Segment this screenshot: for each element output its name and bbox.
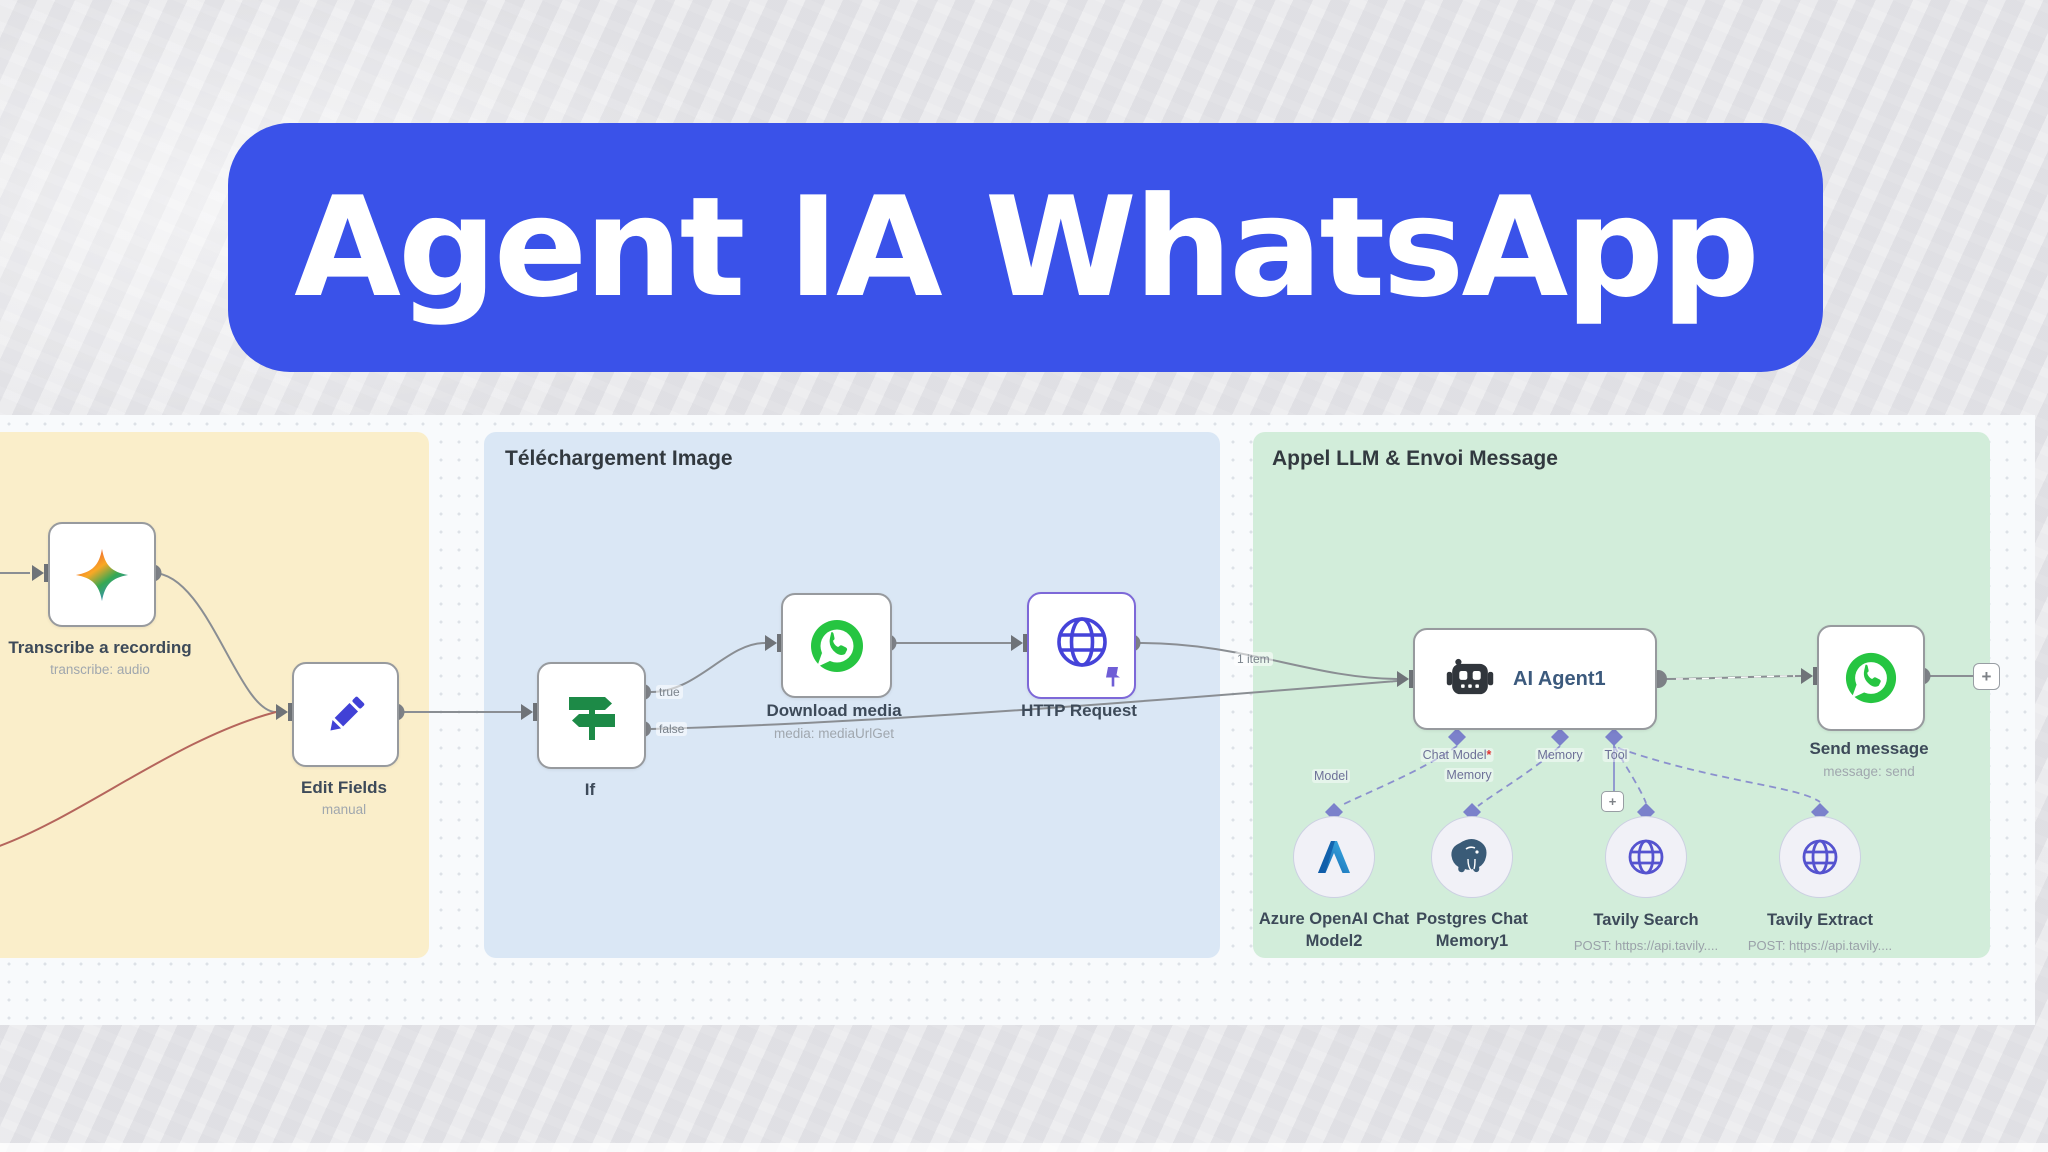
gemini-star-icon: [75, 548, 129, 601]
node-label-ai-agent: AI Agent1: [1513, 667, 1606, 690]
add-node-button[interactable]: +: [1973, 663, 2000, 690]
globe-icon: [1628, 839, 1664, 875]
connection-label-one-item: 1 item: [1234, 652, 1273, 666]
bottom-edge-strip: [0, 1143, 2048, 1152]
node-label-edit-fields: Edit Fields: [301, 778, 387, 797]
port-label-true: true: [656, 685, 683, 699]
required-star: *: [1486, 748, 1492, 762]
node-http-request[interactable]: [1027, 592, 1136, 699]
subnode-tavily-extract[interactable]: [1779, 816, 1861, 898]
signpost-icon: [568, 696, 615, 740]
postgres-elephant-icon: [1451, 839, 1487, 873]
group-title-appel-llm: Appel LLM & Envoi Message: [1272, 447, 1558, 470]
title-banner[interactable]: Agent IA WhatsApp: [228, 123, 1823, 372]
node-subtitle-download-media: media: mediaUrlGet: [773, 726, 895, 741]
node-ai-agent[interactable]: AI Agent1: [1413, 628, 1657, 730]
subnode-tavily-search[interactable]: [1605, 816, 1687, 898]
globe-icon: [1802, 839, 1838, 875]
subnode-label-azure-line2: Model2: [1305, 932, 1363, 951]
port-label-false: false: [656, 722, 688, 736]
node-label-download-media: Download media: [766, 701, 902, 720]
node-if[interactable]: [537, 662, 646, 769]
subnode-label-azure: Azure OpenAI Chat Model2: [1259, 908, 1409, 953]
subnode-label-tavily-search: Tavily Search: [1593, 911, 1699, 929]
port-label-tool: Tool: [1602, 748, 1630, 762]
subnode-label-tavily-extract: Tavily Extract: [1766, 911, 1874, 929]
node-label-if: If: [584, 780, 596, 799]
node-label-transcribe: Transcribe a recording: [8, 638, 192, 657]
node-edit-fields[interactable]: [292, 662, 399, 767]
port-label-memory: Memory: [1535, 748, 1585, 762]
port-label-chat-model: Chat Model*: [1420, 748, 1494, 762]
add-tool-button[interactable]: +: [1601, 791, 1624, 812]
subnode-label-postgres-line1: Postgres Chat: [1416, 910, 1528, 928]
node-subtitle-transcribe: transcribe: audio: [50, 662, 150, 677]
pushpin-icon: [1106, 667, 1120, 687]
node-subtitle-edit-fields: manual: [321, 802, 367, 817]
pencil-icon: [329, 696, 364, 731]
subnode-subtitle-tavily-search: POST: https://api.tavily....: [1573, 938, 1719, 953]
azure-icon: [1318, 841, 1350, 873]
node-transcribe-a-recording[interactable]: [48, 522, 156, 627]
subnode-subtitle-tavily-extract: POST: https://api.tavily....: [1747, 938, 1893, 953]
subport-label-model: Model: [1311, 769, 1351, 783]
subnode-postgres-memory[interactable]: [1431, 816, 1513, 898]
subnode-azure-openai[interactable]: [1293, 816, 1375, 898]
subnode-label-azure-line1: Azure OpenAI Chat: [1258, 910, 1410, 928]
node-send-message[interactable]: [1817, 625, 1925, 731]
node-download-media[interactable]: [781, 593, 892, 698]
globe-icon: [1056, 616, 1107, 667]
group-title-telechargement: Téléchargement Image: [505, 447, 733, 470]
whatsapp-icon: [810, 619, 863, 672]
whatsapp-icon: [1845, 652, 1897, 704]
node-label-send-message: Send message: [1809, 739, 1929, 758]
page-title: Agent IA WhatsApp: [294, 167, 1760, 328]
subnode-label-postgres: Postgres Chat Memory1: [1416, 908, 1528, 953]
node-label-http-request: HTTP Request: [1021, 701, 1137, 720]
node-subtitle-send-message: message: send: [1823, 764, 1915, 779]
subnode-label-postgres-line2: Memory1: [1435, 932, 1509, 951]
robot-icon: [1446, 658, 1494, 695]
subport-label-memory: Memory: [1444, 768, 1494, 782]
